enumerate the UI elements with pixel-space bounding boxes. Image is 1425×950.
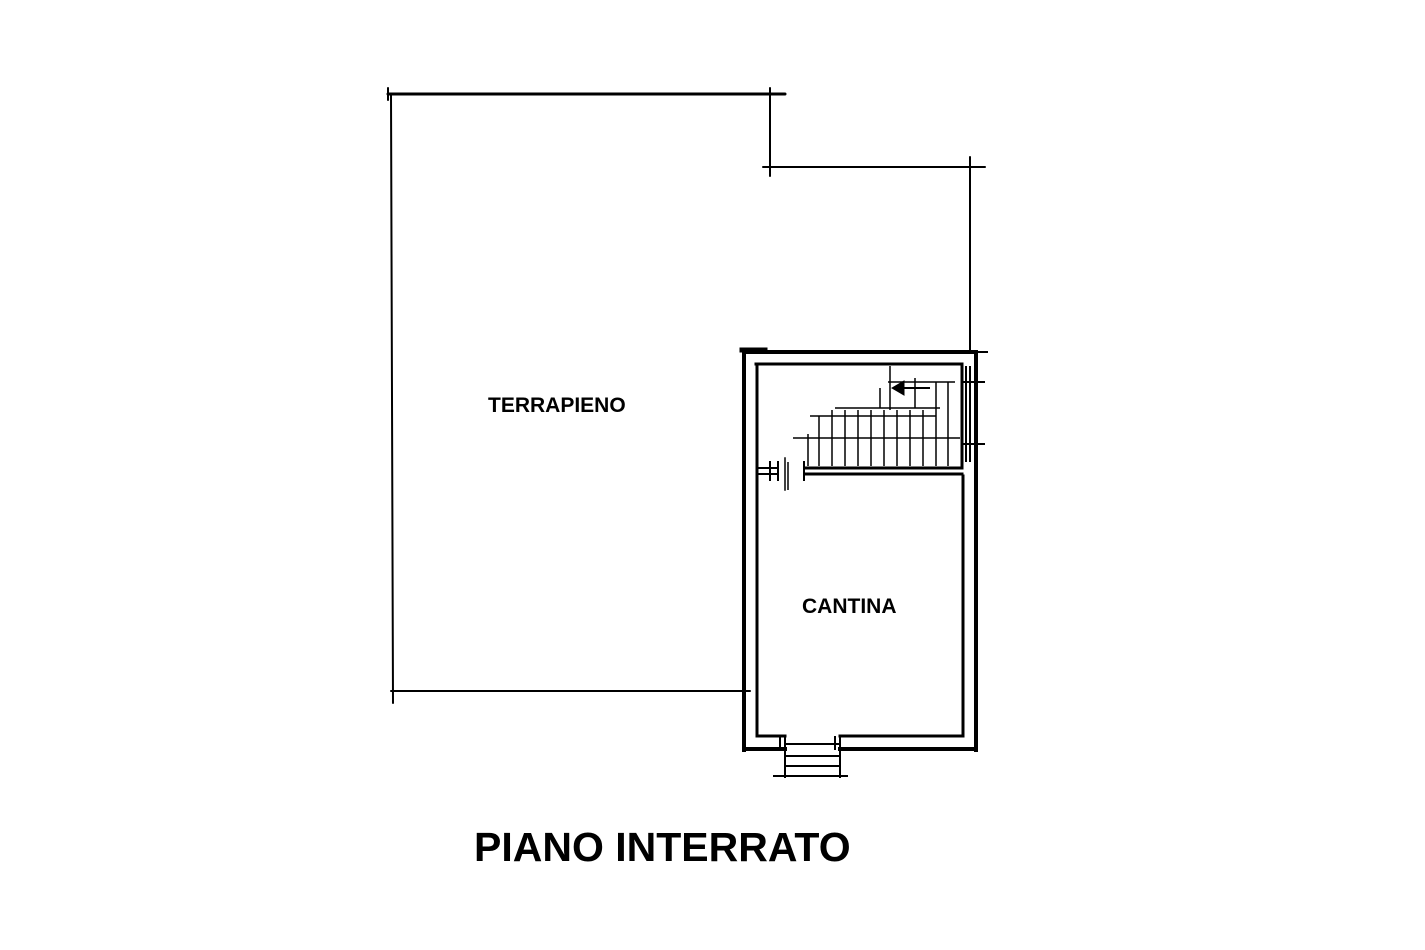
- stair-steps: [787, 366, 960, 490]
- room-label-cantina: CANTINA: [802, 595, 897, 618]
- stair-arrow: [891, 380, 930, 396]
- floor-title: PIANO INTERRATO: [474, 824, 851, 870]
- entry-steps: [773, 736, 848, 778]
- window-right: [962, 351, 988, 462]
- room-label-terrapieno: TERRAPIENO: [488, 394, 626, 417]
- terrapieno-outline: [386, 87, 986, 704]
- cantina-walls: [739, 347, 978, 752]
